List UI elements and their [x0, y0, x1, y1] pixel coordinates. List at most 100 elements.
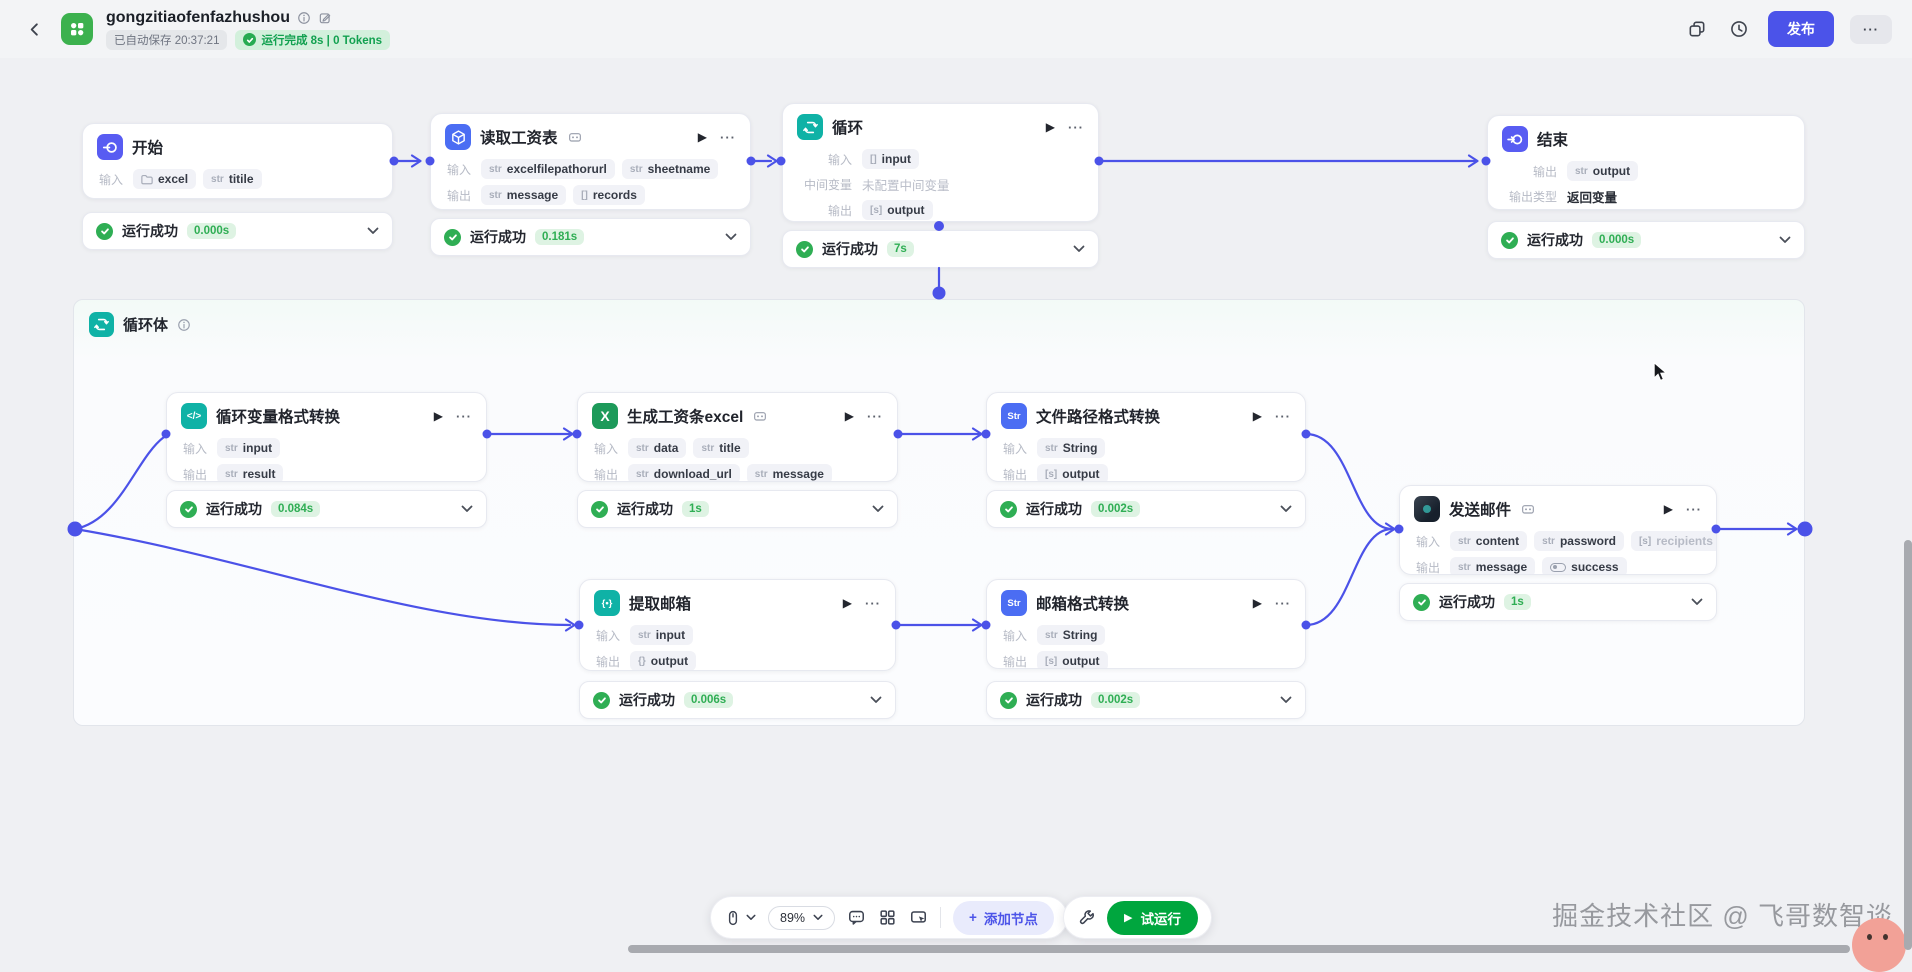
check-icon — [243, 33, 257, 46]
node-loop[interactable]: 循环 ▶ ··· 输入 []input 中间变量 未配置中间变量 输出 [s]o… — [782, 103, 1099, 222]
run-node-button[interactable]: ▶ — [1252, 596, 1262, 610]
info-icon[interactable] — [297, 11, 311, 25]
string-type-icon: str — [489, 163, 502, 175]
header-more-button[interactable]: ··· — [1850, 14, 1892, 44]
array-type-icon: [] — [870, 153, 877, 165]
zoom-select[interactable]: 89% — [768, 905, 836, 930]
run-toolbar: ▶ 试运行 — [1063, 896, 1212, 939]
node-menu-button[interactable]: ··· — [456, 408, 472, 424]
canvas-toolbar: 89% + 添加节点 — [710, 896, 1068, 939]
chevron-down-icon[interactable] — [870, 696, 882, 704]
play-icon: ▶ — [1124, 912, 1133, 924]
node-menu-button[interactable]: ··· — [867, 408, 883, 424]
loop-body-info-icon[interactable] — [177, 318, 191, 332]
status-time-badge: 1s — [1504, 594, 1531, 610]
param-name: input — [242, 441, 273, 455]
node-title: 循环 — [832, 120, 864, 137]
param-name: input — [655, 628, 686, 642]
node-title: 发送邮件 — [1449, 502, 1512, 519]
input-label: 输入 — [1002, 628, 1027, 643]
chevron-down-icon[interactable] — [1073, 245, 1085, 253]
code-node-icon: </> — [181, 403, 207, 429]
string-type-icon: str — [636, 468, 649, 480]
edit-title-icon[interactable] — [318, 11, 332, 25]
status-file-path-format[interactable]: 运行成功 0.002s — [986, 490, 1306, 528]
comment-button[interactable] — [847, 908, 866, 927]
duplicate-icon[interactable] — [1684, 16, 1710, 42]
status-loop[interactable]: 运行成功 7s — [782, 230, 1099, 268]
horizontal-scrollbar[interactable] — [628, 945, 1850, 953]
pointer-mode-button[interactable] — [724, 909, 756, 927]
node-menu-button[interactable]: ··· — [1068, 119, 1084, 135]
run-node-button[interactable]: ▶ — [1663, 502, 1673, 516]
run-complete-badge: 运行完成 8s | 0 Tokens — [235, 29, 391, 50]
back-button[interactable] — [20, 15, 48, 43]
vertical-scrollbar[interactable] — [1904, 540, 1912, 950]
chevron-down-icon[interactable] — [461, 505, 473, 513]
chevron-down-icon[interactable] — [872, 505, 884, 513]
status-send-email[interactable]: 运行成功 1s — [1399, 583, 1717, 621]
status-extract-email[interactable]: 运行成功 0.006s — [579, 681, 896, 719]
node-menu-button[interactable]: ··· — [865, 595, 881, 611]
run-node-button[interactable]: ▶ — [433, 409, 443, 423]
output-label: 输出 — [1532, 164, 1557, 179]
history-icon[interactable] — [1726, 16, 1752, 42]
node-menu-button[interactable]: ··· — [1275, 595, 1291, 611]
status-text: 运行成功 — [619, 692, 675, 708]
chevron-down-icon[interactable] — [1280, 696, 1292, 704]
status-loop-var-format[interactable]: 运行成功 0.084s — [166, 490, 487, 528]
api-badge-icon — [1520, 501, 1536, 517]
workflow-title: gongzitiaofenfazhushou — [106, 8, 290, 26]
add-node-button[interactable]: + 添加节点 — [953, 900, 1054, 935]
node-start[interactable]: 开始 输入 excel str titile — [82, 123, 393, 199]
chevron-down-icon[interactable] — [725, 233, 737, 241]
run-node-button[interactable]: ▶ — [1252, 409, 1262, 423]
node-menu-button[interactable]: ··· — [1686, 501, 1702, 517]
plugin-cube-icon — [445, 124, 471, 150]
node-title: 提取邮箱 — [629, 596, 692, 613]
fit-view-button[interactable] — [909, 908, 928, 927]
status-start[interactable]: 运行成功 0.000s — [82, 212, 393, 250]
avatar — [1852, 918, 1906, 972]
string-type-icon: str — [225, 442, 238, 454]
node-menu-button[interactable]: ··· — [1275, 408, 1291, 424]
auto-layout-button[interactable] — [878, 908, 897, 927]
status-text: 运行成功 — [206, 501, 262, 517]
loop-body-icon — [89, 312, 114, 337]
run-node-button[interactable]: ▶ — [842, 596, 852, 610]
input-label: 输入 — [1415, 534, 1440, 549]
wrench-icon[interactable] — [1077, 908, 1096, 927]
status-generate-excel[interactable]: 运行成功 1s — [577, 490, 898, 528]
chevron-down-icon[interactable] — [1691, 598, 1703, 606]
run-node-button[interactable]: ▶ — [1045, 120, 1055, 134]
status-end[interactable]: 运行成功 0.000s — [1487, 221, 1805, 259]
status-email-format[interactable]: 运行成功 0.002s — [986, 681, 1306, 719]
test-run-button[interactable]: ▶ 试运行 — [1107, 900, 1198, 935]
run-node-button[interactable]: ▶ — [844, 409, 854, 423]
chevron-down-icon[interactable] — [1779, 236, 1791, 244]
status-read-excel[interactable]: 运行成功 0.181s — [430, 218, 751, 256]
output-label: 输出 — [827, 203, 852, 218]
output-label: 输出 — [182, 467, 207, 482]
publish-button[interactable]: 发布 — [1768, 11, 1834, 47]
chevron-down-icon[interactable] — [367, 227, 379, 235]
status-time-badge: 0.000s — [1592, 232, 1642, 248]
node-menu-button[interactable]: ··· — [720, 129, 736, 145]
output-label: 输出 — [1415, 560, 1440, 575]
run-node-button[interactable]: ▶ — [697, 130, 707, 144]
param-name: success — [1571, 560, 1619, 574]
test-run-label: 试运行 — [1140, 911, 1181, 927]
success-check-icon — [1000, 500, 1017, 518]
output-label: 输出 — [595, 654, 620, 669]
chevron-down-icon[interactable] — [1280, 505, 1292, 513]
